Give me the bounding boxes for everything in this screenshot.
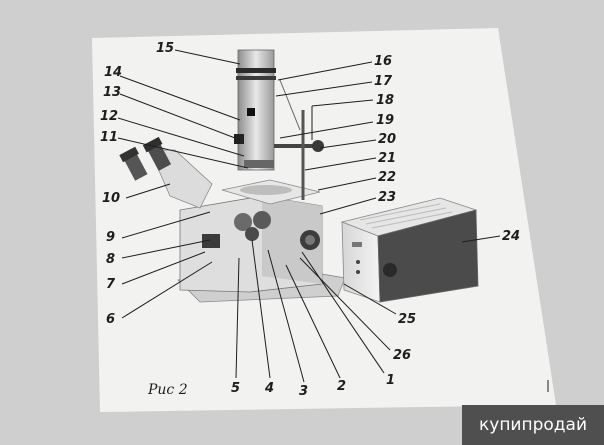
callout-13: 13 xyxy=(103,85,121,100)
callout-11: 11 xyxy=(100,130,118,145)
paper-sheet xyxy=(92,28,556,412)
watermark-banner: купипродай xyxy=(462,405,604,445)
callout-25: 25 xyxy=(398,312,416,327)
callout-10: 10 xyxy=(102,191,120,206)
callout-14: 14 xyxy=(104,65,122,80)
callout-labels: 15 14 13 12 11 10 9 8 7 6 5 4 3 2 1 16 1… xyxy=(100,41,520,399)
callout-17: 17 xyxy=(374,74,393,89)
callout-26: 26 xyxy=(393,348,411,363)
callout-19: 19 xyxy=(376,113,394,128)
callout-15: 15 xyxy=(156,41,174,56)
callout-5: 5 xyxy=(231,381,240,396)
callout-21: 21 xyxy=(378,151,396,166)
callout-3: 3 xyxy=(299,384,308,399)
callout-1: 1 xyxy=(386,373,395,388)
callout-16: 16 xyxy=(374,54,392,69)
callout-18: 18 xyxy=(376,93,394,108)
callout-24: 24 xyxy=(502,229,520,244)
callout-8: 8 xyxy=(106,252,115,267)
callout-23: 23 xyxy=(378,190,396,205)
callout-12: 12 xyxy=(100,109,118,124)
callout-6: 6 xyxy=(106,312,115,327)
callout-4: 4 xyxy=(264,381,274,396)
figure-caption: Рис 2 xyxy=(147,382,188,398)
callout-22: 22 xyxy=(378,170,396,185)
light-source-unit-illustration xyxy=(340,197,479,303)
microscope-illustration xyxy=(119,49,346,303)
leader-lines xyxy=(117,49,549,392)
callout-20: 20 xyxy=(378,132,396,147)
watermark-text: купипродай xyxy=(478,415,588,435)
callout-9: 9 xyxy=(106,230,115,245)
callout-7: 7 xyxy=(106,277,116,292)
callout-2: 2 xyxy=(337,379,346,394)
